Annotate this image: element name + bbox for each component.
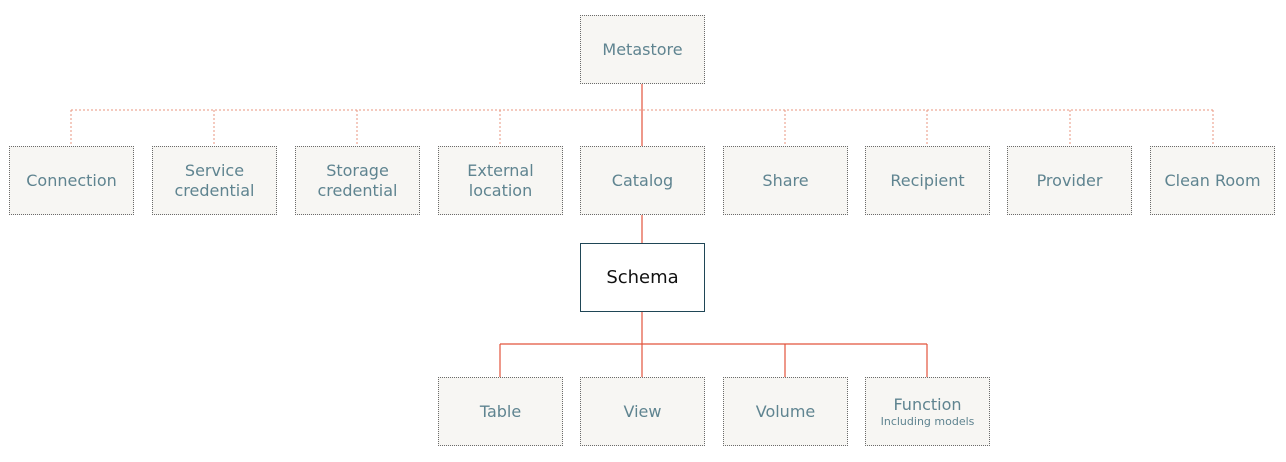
provider-label: Provider [1036, 170, 1103, 190]
external-location-node: External location [438, 146, 563, 215]
service-credential-label-line2: credential [174, 180, 255, 200]
share-label: Share [762, 170, 809, 190]
schema-label: Schema [606, 266, 679, 288]
recipient-node: Recipient [865, 146, 990, 215]
service-credential-node: Service credential [152, 146, 277, 215]
function-label: Function [893, 394, 962, 414]
clean-room-label: Clean Room [1164, 170, 1261, 190]
schema-node: Schema [580, 243, 705, 312]
function-node: Function Including models [865, 377, 990, 446]
storage-credential-label-line1: Storage [326, 160, 389, 180]
metastore-label: Metastore [602, 39, 683, 59]
external-location-label-line1: External [467, 160, 534, 180]
table-label: Table [479, 401, 522, 421]
volume-label: Volume [755, 401, 816, 421]
dotted-connectors [70, 109, 1214, 146]
view-node: View [580, 377, 705, 446]
storage-credential-label-line2: credential [317, 180, 398, 200]
catalog-node: Catalog [580, 146, 705, 215]
connection-label: Connection [26, 170, 117, 190]
connection-node: Connection [9, 146, 134, 215]
provider-node: Provider [1007, 146, 1132, 215]
metastore-node: Metastore [580, 15, 705, 84]
catalog-label: Catalog [611, 170, 674, 190]
storage-credential-node: Storage credential [295, 146, 420, 215]
recipient-label: Recipient [890, 170, 965, 190]
function-note: Including models [880, 414, 975, 428]
external-location-label-line2: location [468, 180, 533, 200]
view-label: View [623, 401, 662, 421]
table-node: Table [438, 377, 563, 446]
clean-room-node: Clean Room [1150, 146, 1275, 215]
solid-connectors [499, 84, 928, 377]
service-credential-label-line1: Service [184, 160, 245, 180]
volume-node: Volume [723, 377, 848, 446]
share-node: Share [723, 146, 848, 215]
